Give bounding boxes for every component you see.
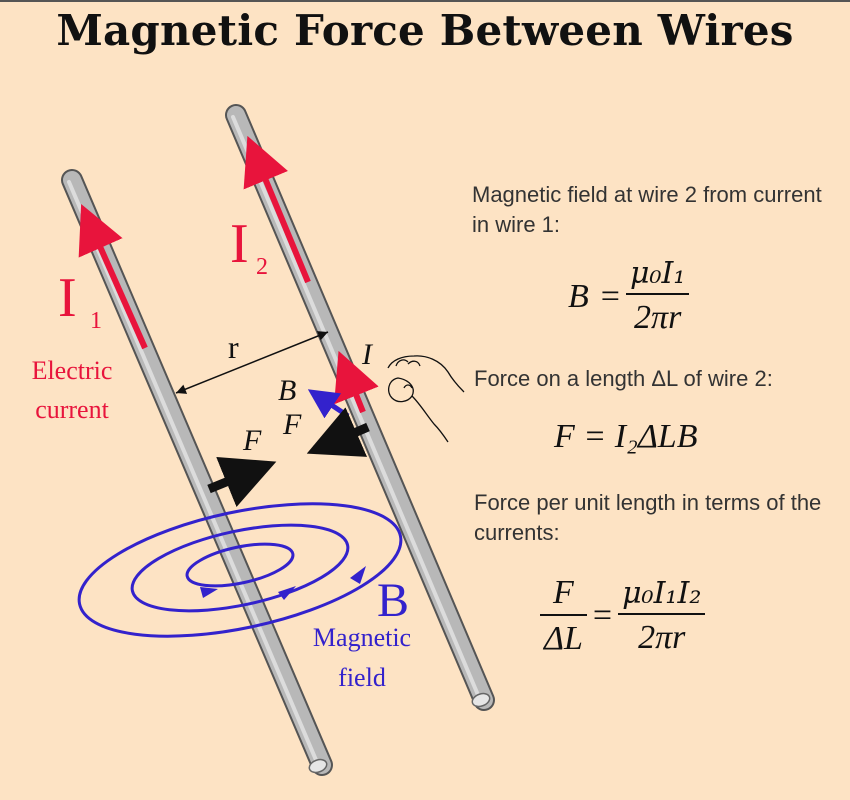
page-title: Magnetic Force Between Wires xyxy=(56,6,794,55)
label-i-small: I xyxy=(361,338,374,371)
field-vector-arrow xyxy=(307,389,350,419)
eq3-rhs-numerator: μ₀I₁I₂ xyxy=(618,576,706,615)
eq1-fraction: μ₀I₁ 2πr xyxy=(625,256,690,337)
equation-force: F = I₂ΔLB xyxy=(554,418,698,455)
right-hand-rule-icon xyxy=(387,355,465,443)
current-arrow-wire-1 xyxy=(78,204,148,350)
field-loop-arrows xyxy=(200,566,366,600)
top-border xyxy=(0,0,850,2)
label-electric-current-line1: Electric xyxy=(32,356,113,385)
label-i2: I xyxy=(230,213,249,275)
force-arrow-on-wire-2 xyxy=(306,407,370,457)
eq3-lhs-fraction: F ΔL xyxy=(540,574,587,658)
label-i2-subscript: 2 xyxy=(256,254,268,280)
current-arrow-wire-2 xyxy=(243,135,311,284)
label-electric-current-line2: current xyxy=(35,395,109,424)
field-note: Magnetic field at wire 2 from current in… xyxy=(472,182,822,237)
eq1-denominator: 2πr xyxy=(634,299,682,336)
eq1-numerator: μ₀I₁ xyxy=(625,256,690,295)
label-magnetic-field-line1: Magnetic xyxy=(313,623,411,652)
eq3-rhs-denominator: 2πr xyxy=(638,618,686,656)
eq1-lhs: B xyxy=(568,277,589,315)
current-arrow-small xyxy=(334,350,379,414)
per-length-note: Force per unit length in terms of the cu… xyxy=(474,490,822,545)
label-b-big: B xyxy=(377,574,409,627)
eq3-lhs-numerator: F xyxy=(540,574,587,616)
force-note: Force on a length ΔL of wire 2: xyxy=(474,366,773,391)
label-f-right: F xyxy=(282,408,302,441)
label-b-small: B xyxy=(278,374,296,407)
label-r: r xyxy=(228,329,239,365)
label-i1-subscript: 1 xyxy=(90,308,102,334)
label-magnetic-field-line2: field xyxy=(338,663,386,692)
force-arrow-on-wire-1 xyxy=(207,456,277,507)
label-i1: I xyxy=(58,267,77,329)
eq3-lhs-denominator: ΔL xyxy=(544,620,583,657)
separation-arrow xyxy=(175,331,329,394)
label-f-left: F xyxy=(242,424,262,457)
field-loops xyxy=(77,502,403,638)
